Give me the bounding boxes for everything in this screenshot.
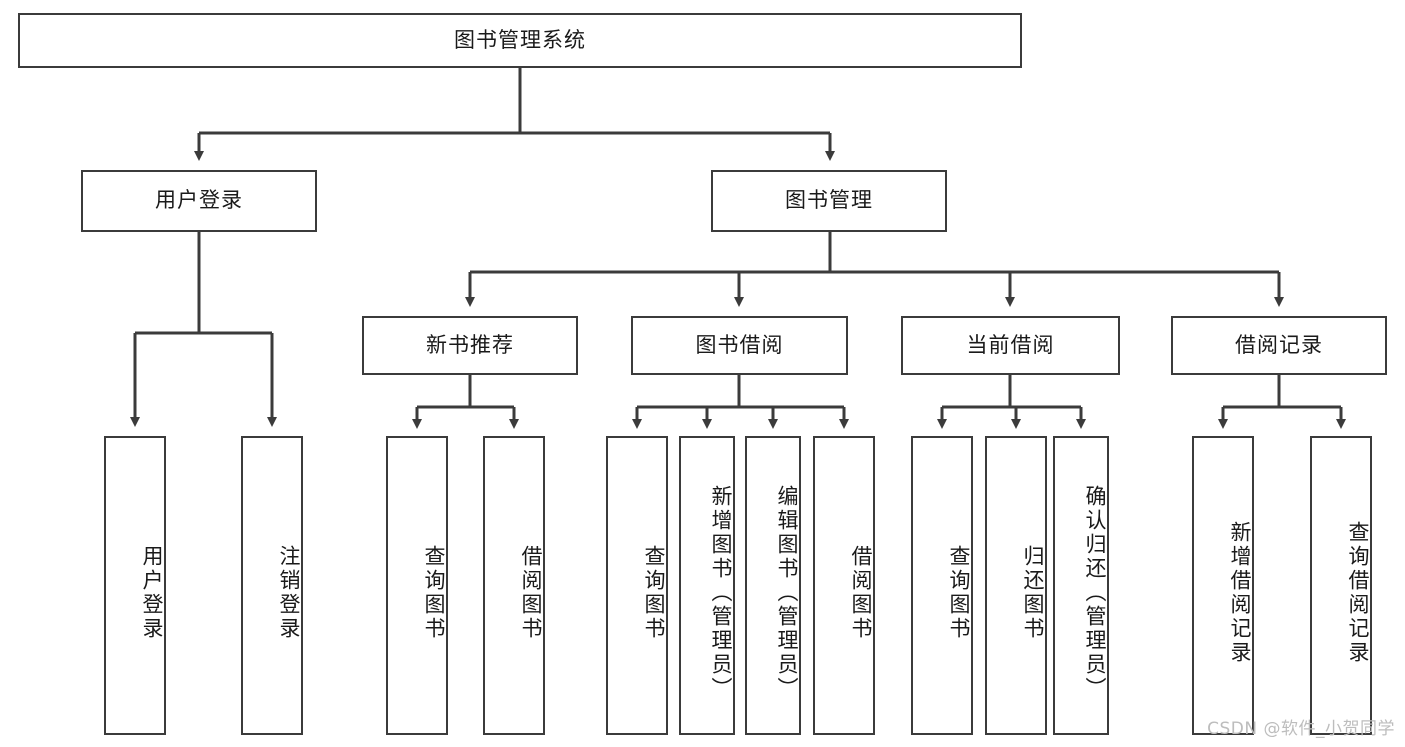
node-leaf-return-book-label: 归还图书 bbox=[1021, 544, 1045, 641]
node-leaf-query-book-2[interactable]: 查询图书 bbox=[606, 436, 668, 735]
node-leaf-logout-login-label: 注销登录 bbox=[277, 544, 301, 641]
node-book-borrow[interactable]: 图书借阅 bbox=[631, 316, 848, 375]
node-new-book-recommend[interactable]: 新书推荐 bbox=[362, 316, 578, 375]
node-current-borrow-label: 当前借阅 bbox=[966, 332, 1055, 357]
node-borrow-record-label: 借阅记录 bbox=[1235, 332, 1323, 357]
node-leaf-confirm-return[interactable]: 确认归还（管理员） bbox=[1053, 436, 1109, 735]
node-leaf-add-borrow-record[interactable]: 新增借阅记录 bbox=[1192, 436, 1254, 735]
node-leaf-query-book-1[interactable]: 查询图书 bbox=[386, 436, 448, 735]
node-leaf-borrow-book-2[interactable]: 借阅图书 bbox=[813, 436, 875, 735]
node-leaf-user-login[interactable]: 用户登录 bbox=[104, 436, 166, 735]
csdn-watermark: CSDN @软件_小贺同学 bbox=[1207, 719, 1395, 739]
node-leaf-edit-book[interactable]: 编辑图书（管理员） bbox=[745, 436, 801, 735]
node-leaf-return-book[interactable]: 归还图书 bbox=[985, 436, 1047, 735]
node-borrow-record[interactable]: 借阅记录 bbox=[1171, 316, 1387, 375]
node-leaf-borrow-book-1-label: 借阅图书 bbox=[519, 544, 543, 641]
node-user-login[interactable]: 用户登录 bbox=[81, 170, 317, 232]
node-leaf-user-login-label: 用户登录 bbox=[140, 544, 164, 641]
node-leaf-query-book-1-label: 查询图书 bbox=[422, 544, 446, 641]
node-leaf-borrow-book-2-label: 借阅图书 bbox=[849, 544, 873, 641]
node-root[interactable]: 图书管理系统 bbox=[18, 13, 1022, 68]
node-leaf-confirm-return-label: 确认归还（管理员） bbox=[1083, 484, 1107, 701]
node-leaf-add-book[interactable]: 新增图书（管理员） bbox=[679, 436, 735, 735]
node-book-management-label: 图书管理 bbox=[785, 188, 873, 213]
node-book-borrow-label: 图书借阅 bbox=[695, 332, 784, 357]
node-leaf-add-borrow-record-label: 新增借阅记录 bbox=[1228, 520, 1252, 665]
node-leaf-query-borrow-record[interactable]: 查询借阅记录 bbox=[1310, 436, 1372, 735]
node-leaf-logout-login[interactable]: 注销登录 bbox=[241, 436, 303, 735]
node-leaf-query-book-3[interactable]: 查询图书 bbox=[911, 436, 973, 735]
node-user-login-label: 用户登录 bbox=[155, 188, 243, 213]
node-leaf-query-borrow-record-label: 查询借阅记录 bbox=[1346, 520, 1370, 665]
node-leaf-add-book-label: 新增图书（管理员） bbox=[709, 484, 733, 701]
node-leaf-query-book-3-label: 查询图书 bbox=[947, 544, 971, 641]
node-leaf-edit-book-label: 编辑图书（管理员） bbox=[775, 484, 799, 701]
node-book-management[interactable]: 图书管理 bbox=[711, 170, 947, 232]
node-leaf-query-book-2-label: 查询图书 bbox=[642, 544, 666, 641]
node-leaf-borrow-book-1[interactable]: 借阅图书 bbox=[483, 436, 545, 735]
node-current-borrow[interactable]: 当前借阅 bbox=[901, 316, 1120, 375]
node-new-book-recommend-label: 新书推荐 bbox=[426, 332, 514, 357]
node-root-label: 图书管理系统 bbox=[454, 27, 586, 52]
